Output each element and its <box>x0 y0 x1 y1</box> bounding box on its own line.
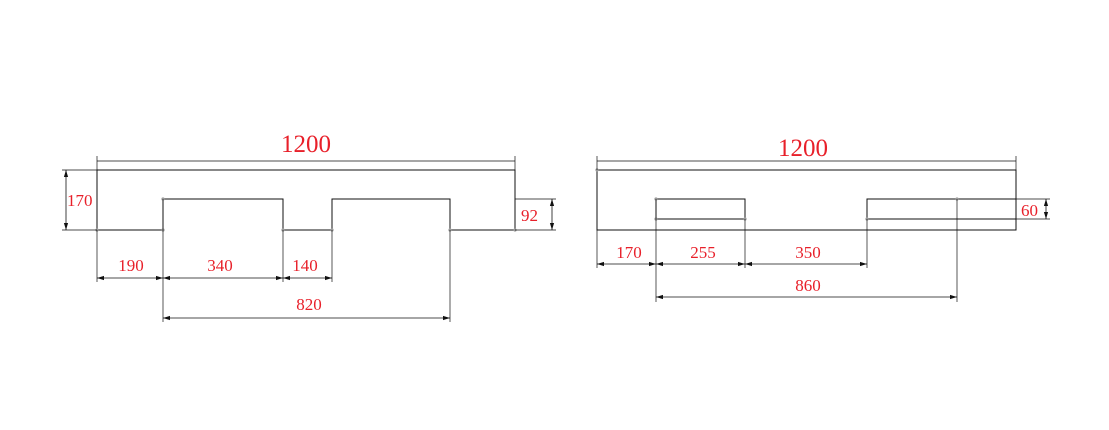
right-slot-left <box>655 198 746 220</box>
right-dim-d: 860 <box>656 276 957 300</box>
right-dim-recess-depth: 60 <box>1016 198 1050 220</box>
right-dim-d-label: 860 <box>795 276 821 295</box>
left-profile: 1200 170 92 190 340 <box>62 131 556 322</box>
left-dim-recess-depth: 92 <box>515 198 556 231</box>
left-dim-b-label: 340 <box>207 256 233 275</box>
left-overall-height-label: 170 <box>67 191 93 210</box>
left-dim-overall-width: 1200 <box>96 131 516 170</box>
right-dim-b-label: 255 <box>690 243 716 262</box>
right-slot-right <box>866 198 1017 220</box>
left-recess-depth-label: 92 <box>521 206 538 225</box>
left-dim-d-label: 820 <box>296 295 322 314</box>
right-dim-overall-width: 1200 <box>596 135 1017 170</box>
right-profile-outline <box>596 169 1017 231</box>
left-dim-c: 140 <box>283 256 332 281</box>
left-dim-d: 820 <box>163 295 450 321</box>
right-dim-a: 170 <box>597 243 656 267</box>
right-overall-width-label: 1200 <box>778 135 828 162</box>
left-dim-a: 190 <box>97 256 163 281</box>
right-recess-depth-label: 60 <box>1021 201 1038 220</box>
right-profile: 1200 60 170 255 350 860 <box>595 135 1050 302</box>
left-profile-outline <box>96 169 516 231</box>
left-dim-overall-height: 170 <box>62 169 97 231</box>
right-dim-c-label: 350 <box>795 243 821 262</box>
left-overall-width-label: 1200 <box>281 131 331 158</box>
left-dim-a-label: 190 <box>118 256 144 275</box>
right-dim-b: 255 <box>656 243 745 267</box>
right-dim-c: 350 <box>745 243 867 267</box>
left-dim-c-label: 140 <box>292 256 318 275</box>
left-dim-b: 340 <box>163 256 283 281</box>
right-dim-a-label: 170 <box>616 243 642 262</box>
